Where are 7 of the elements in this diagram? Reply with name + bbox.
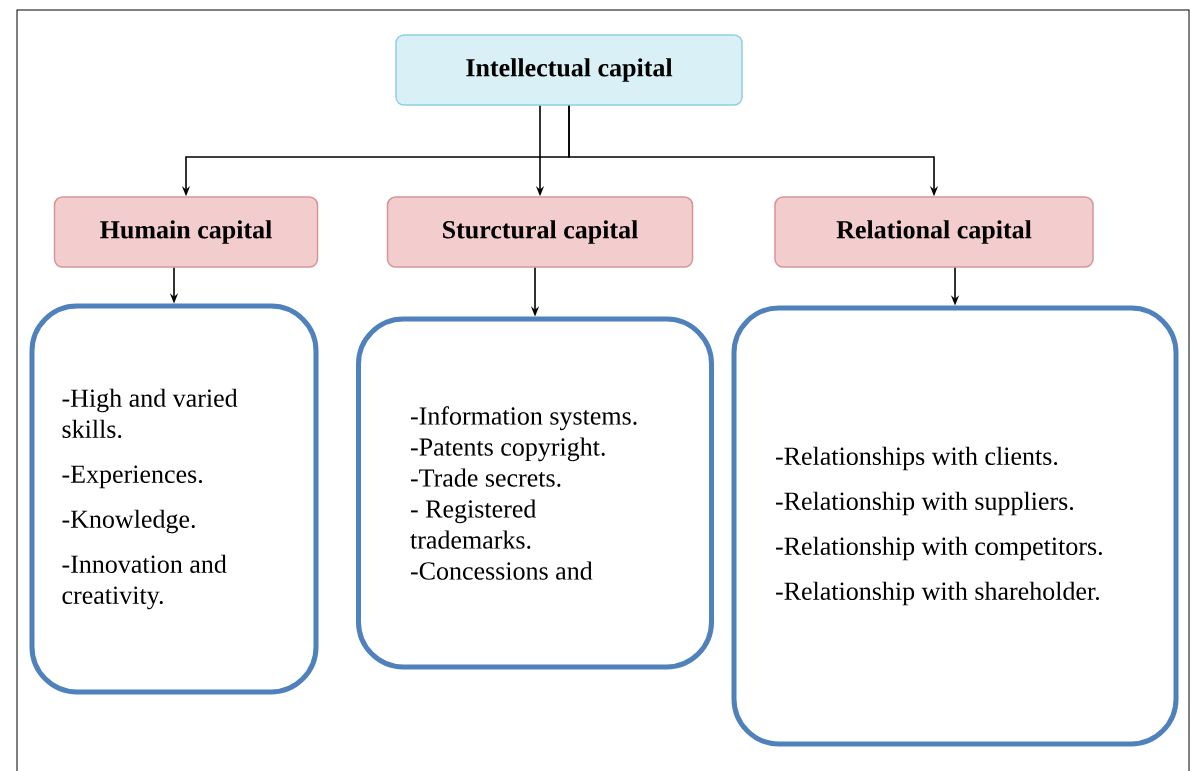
list-box: -Information systems. -Patents copyright. -Trade secrets. - Registered trademarks. -Concessions and [356,316,714,670]
category-box: Relational capital [774,196,1094,268]
category-box: Sturctural capital [386,196,694,268]
list-box: -Relationships with clients. -Relationship with suppliers. -Relationship with competitors. -Relationship with shareholder. [731,305,1179,747]
title-box: Intellectual capital [395,34,743,106]
category-box: Humain capital [53,196,319,268]
list-box: -High and varied skills. -Experiences. -Knowledge. -Innovation and creativity. [29,303,319,695]
